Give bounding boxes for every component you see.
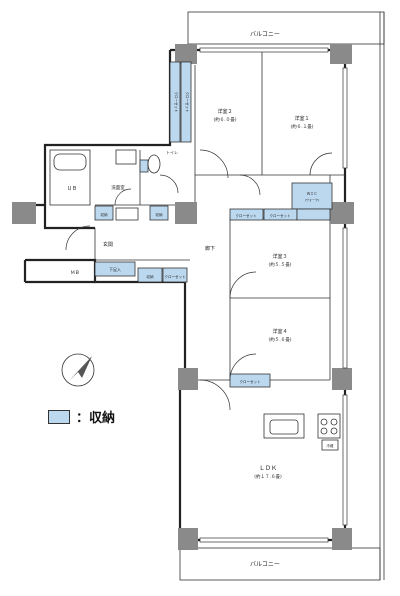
legend-storage-swatch	[48, 409, 70, 424]
legend-label: ：収納	[76, 411, 116, 426]
ldk-name: ＬＤＫ	[259, 465, 277, 472]
closet-w2-label: クローゼット	[236, 213, 257, 218]
western2-size: (約６.０畳)	[214, 116, 237, 123]
entrance-label: 玄関	[103, 241, 113, 248]
western3-size: (約５.５畳)	[269, 261, 292, 268]
balcony-bottom-label: バルコニー	[250, 561, 280, 568]
fridge-label: 冷蔵	[327, 443, 335, 448]
closet-vertical-1-label: クローゼット	[174, 92, 179, 113]
closet-vertical-2-label: クローゼット	[185, 92, 190, 113]
washroom-label: 洗面室	[111, 184, 125, 191]
door-swings	[65, 149, 333, 411]
wash-storage-2-label: 収納	[156, 212, 163, 217]
wic-label: ＷＩＣ	[307, 192, 318, 196]
ub-label: ＵＢ	[67, 186, 77, 192]
wash-storage-label: 収納	[101, 212, 108, 217]
bathroom-fixtures	[49, 149, 341, 451]
wic-sub-label: (ウォーク)	[305, 197, 319, 202]
western4-name: 洋室４	[272, 328, 287, 335]
western1-size: (約６.１畳)	[291, 123, 314, 130]
ldk-size: (約１７.６畳)	[254, 473, 282, 480]
balcony-railing	[179, 11, 385, 581]
compass-north-arrow	[61, 353, 95, 387]
western1-name: 洋室１	[294, 115, 309, 122]
structural-columns	[12, 44, 354, 550]
balcony-top-label: バルコニー	[250, 31, 280, 38]
shoe-closet-label: 下足入	[109, 267, 121, 272]
interior-walls	[94, 50, 345, 381]
storage-areas	[94, 61, 333, 388]
storage-small-label: 収納	[147, 274, 154, 279]
entrance-closet-label: クローゼット	[165, 274, 186, 279]
mb-label: ＭＢ	[71, 270, 80, 276]
western2-name: 洋室２	[217, 108, 232, 115]
closet-w4-label: クローゼット	[240, 379, 261, 384]
closet-w1-label: クローゼット	[270, 213, 291, 218]
toilet-label: トイレ	[166, 150, 178, 155]
western4-size: (約５.６畳)	[269, 336, 292, 343]
windows	[199, 47, 348, 543]
legend: ：収納	[48, 407, 115, 426]
hallway-label: 廊下	[205, 245, 215, 252]
western3-name: 洋室３	[272, 253, 287, 260]
